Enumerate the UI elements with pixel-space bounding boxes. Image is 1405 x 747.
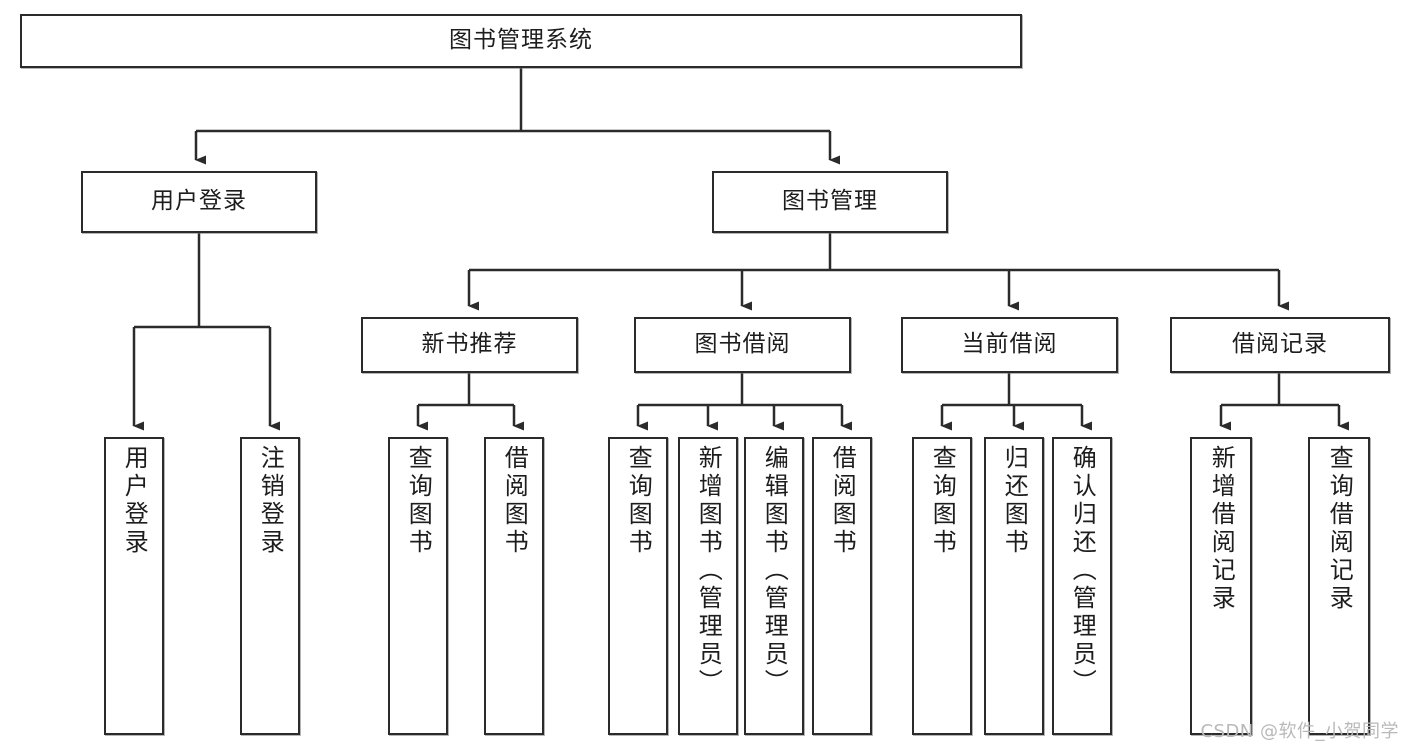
node-user-login[interactable]: 用户登录	[81, 171, 317, 233]
leaf-add-book-admin-label: 新增图书（管理员）	[694, 445, 723, 697]
leaf-add-book-admin[interactable]: 新增图书（管理员）	[678, 437, 738, 735]
leaf-query-book-borrow[interactable]: 查询图书	[608, 437, 668, 735]
leaf-add-borrow-record-label: 新增借阅记录	[1207, 445, 1236, 613]
node-new-book-recommend[interactable]: 新书推荐	[361, 317, 578, 373]
leaf-confirm-return-admin[interactable]: 确认归还（管理员）	[1052, 437, 1112, 735]
leaf-user-login-label: 用户登录	[120, 445, 149, 557]
leaf-borrow-book-label: 借阅图书	[828, 445, 857, 557]
node-borrow-record-label: 借阅记录	[1232, 331, 1328, 358]
leaf-query-borrow-record[interactable]: 查询借阅记录	[1308, 437, 1370, 735]
leaf-confirm-return-admin-label: 确认归还（管理员）	[1068, 445, 1097, 697]
leaf-borrow-book-recommend-label: 借阅图书	[500, 445, 529, 557]
node-book-borrow-label: 图书借阅	[694, 331, 791, 358]
node-new-book-recommend-label: 新书推荐	[421, 331, 518, 358]
node-root[interactable]: 图书管理系统	[20, 14, 1022, 68]
node-root-label: 图书管理系统	[449, 27, 593, 54]
leaf-query-book-current[interactable]: 查询图书	[912, 437, 972, 735]
leaf-logout[interactable]: 注销登录	[240, 437, 300, 735]
node-borrow-record[interactable]: 借阅记录	[1170, 317, 1390, 373]
leaf-borrow-book[interactable]: 借阅图书	[812, 437, 872, 735]
leaf-user-login[interactable]: 用户登录	[104, 437, 164, 735]
leaf-query-book-borrow-label: 查询图书	[624, 445, 653, 557]
node-current-borrow[interactable]: 当前借阅	[901, 317, 1118, 373]
node-book-management[interactable]: 图书管理	[712, 171, 948, 233]
watermark-text: CSDN @软件_小贺同学	[1200, 721, 1399, 742]
leaf-return-book-label: 归还图书	[1000, 445, 1029, 557]
leaf-query-book-current-label: 查询图书	[928, 445, 957, 557]
leaf-query-book-recommend[interactable]: 查询图书	[388, 437, 448, 735]
leaf-query-borrow-record-label: 查询借阅记录	[1325, 445, 1354, 613]
node-user-login-label: 用户登录	[151, 188, 247, 215]
leaf-edit-book-admin-label: 编辑图书（管理员）	[760, 445, 789, 697]
leaf-logout-label: 注销登录	[256, 445, 285, 557]
node-book-borrow[interactable]: 图书借阅	[634, 317, 851, 373]
leaf-borrow-book-recommend[interactable]: 借阅图书	[484, 437, 544, 735]
leaf-edit-book-admin[interactable]: 编辑图书（管理员）	[744, 437, 804, 735]
node-book-management-label: 图书管理	[782, 188, 878, 215]
leaf-add-borrow-record[interactable]: 新增借阅记录	[1190, 437, 1252, 735]
node-current-borrow-label: 当前借阅	[961, 331, 1058, 358]
leaf-return-book[interactable]: 归还图书	[984, 437, 1044, 735]
leaf-query-book-recommend-label: 查询图书	[404, 445, 433, 557]
